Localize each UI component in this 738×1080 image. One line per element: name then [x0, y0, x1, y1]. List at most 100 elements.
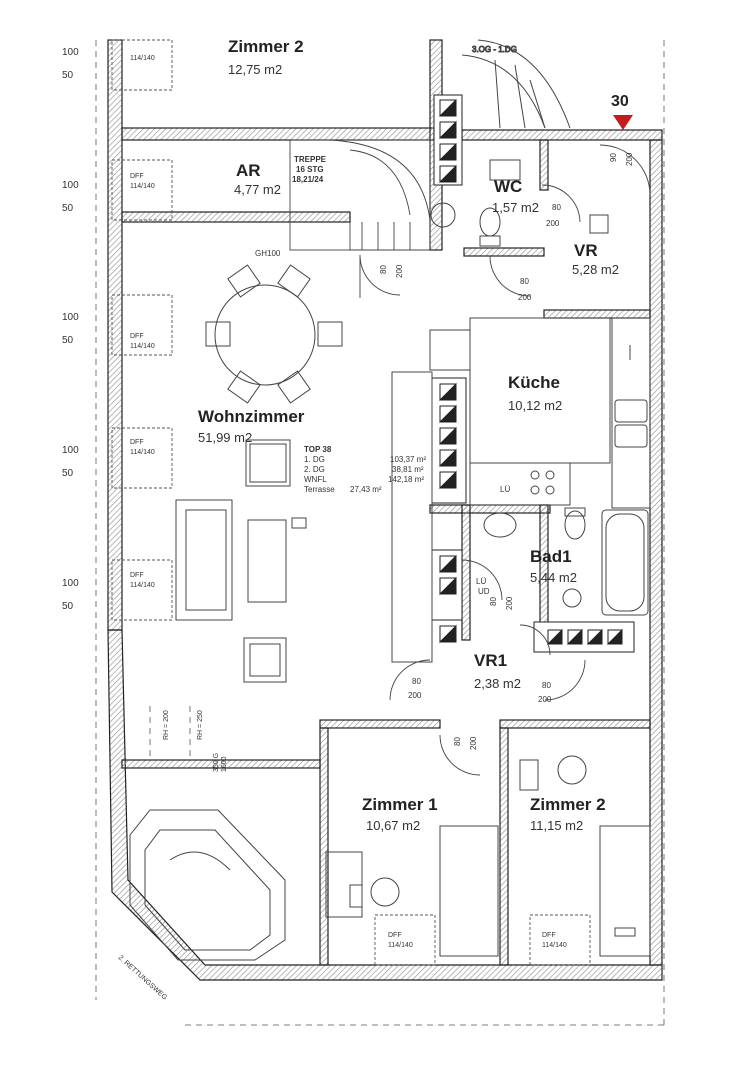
room-area: 12,75 m2	[228, 62, 282, 77]
bath-fixtures	[483, 507, 649, 616]
ceiling-height: RH = 200	[163, 710, 170, 740]
stair-floors: 3.OG - 1.DG	[472, 45, 517, 54]
area-table: TOP 38 1. DG 103,37 m² 2. DG 38,81 m² WN…	[304, 445, 426, 494]
dim-label: 100	[62, 445, 79, 456]
dim-label: 100	[62, 180, 79, 191]
door-height: 200	[395, 264, 404, 278]
door-height: 200	[505, 596, 514, 610]
room-name: Küche	[508, 373, 560, 392]
room-name: Zimmer 2	[228, 37, 304, 56]
dim-label: 50	[62, 468, 74, 479]
room-area: 51,99 m2	[198, 430, 252, 445]
room-name: VR1	[474, 651, 507, 670]
room-area: 2,38 m2	[474, 676, 521, 691]
door-width: 80	[520, 277, 529, 286]
room-name: AR	[236, 161, 261, 180]
window-type: DFF	[130, 333, 144, 340]
door-height: 200	[408, 691, 422, 700]
door-height: 200	[625, 152, 634, 166]
room-area: 4,77 m2	[234, 182, 281, 197]
side-windows	[111, 39, 591, 966]
door-width: 80	[552, 203, 561, 212]
door-height: 200	[469, 736, 478, 750]
window-size: 114/140	[130, 183, 155, 190]
shaft-column-top	[433, 94, 463, 186]
shaft-column-bath	[431, 549, 463, 643]
room-area: 10,67 m2	[366, 818, 420, 833]
living-furniture	[175, 371, 433, 683]
door-dimensions: 80 200 80 200 80 200 80 200 80 200 90 20…	[379, 152, 634, 750]
table-label: WNFL	[304, 475, 327, 484]
main-stair	[289, 139, 431, 251]
door-height: 200	[518, 293, 532, 302]
table-value: 38,81 m²	[392, 465, 424, 474]
window-type: DFF	[130, 173, 144, 180]
position-marker: 30	[611, 93, 633, 130]
door-swings	[359, 144, 651, 776]
wc-fixtures	[430, 159, 609, 247]
shaft-column-kitchen	[431, 377, 467, 504]
spiral-stair: 3.OG - 1.DG	[461, 39, 571, 129]
door-width: 80	[379, 265, 388, 274]
window-size: 114/140	[130, 55, 155, 62]
kitchen-fixtures	[429, 317, 651, 509]
room-name: WC	[494, 177, 522, 196]
door-width: 80	[453, 737, 462, 746]
room-area: 11,15 m2	[530, 818, 583, 833]
window-size: 114/140	[130, 343, 155, 350]
room-area: 1,57 m2	[492, 200, 539, 215]
table-label: Terrasse	[304, 485, 335, 494]
room-area: 5,44 m2	[530, 570, 577, 585]
room-name: Zimmer 1	[362, 795, 438, 814]
room-name: VR	[574, 241, 598, 260]
window-type: DFF	[130, 439, 144, 446]
window-size: 114/140	[130, 582, 155, 589]
marker-number: 30	[611, 93, 629, 110]
window-size: 114/140	[388, 942, 413, 949]
side-dimensions: 100 50 100 50 100 50 100 50 100 50	[62, 47, 79, 612]
stair-labels: TREPPE 16 STG 18,21/24	[292, 155, 327, 184]
table-label: 1. DG	[304, 455, 325, 464]
room-labels: Zimmer 2 12,75 m2 AR 4,77 m2 WC 1,57 m2 …	[198, 37, 619, 833]
shaft-row	[533, 621, 635, 653]
room-name: Bad1	[530, 547, 572, 566]
dining-set	[205, 264, 343, 404]
escape-route-label: 2. RETTUNGSWEG	[117, 954, 169, 1001]
room-name: Zimmer 2	[530, 795, 606, 814]
vent-label: LÜ	[476, 577, 486, 586]
window-type: DFF	[542, 932, 556, 939]
table-value: 27,43 m²	[350, 485, 382, 494]
room-area: 5,28 m2	[572, 262, 619, 277]
stair-ratio: 18,21/24	[292, 175, 324, 184]
room-name: Wohnzimmer	[198, 407, 305, 426]
dim-label: 50	[62, 203, 74, 214]
dim-label: 50	[62, 70, 74, 81]
bedroom-furniture	[325, 755, 651, 957]
dim-label: 100	[62, 47, 79, 58]
dim-label: 50	[62, 335, 74, 346]
window-size: 114/140	[542, 942, 567, 949]
dim-label: 100	[62, 578, 79, 589]
vent-label: LÜ	[500, 485, 510, 494]
door-width: 80	[412, 677, 421, 686]
guide-lines	[95, 40, 665, 1030]
room-area: 10,12 m2	[508, 398, 562, 413]
table-title: TOP 38	[304, 445, 332, 454]
gh-label: GH100	[255, 249, 281, 258]
window-size: 114/140	[130, 449, 155, 456]
ceiling-height: RH = 250	[197, 710, 204, 740]
dim-label: 100	[62, 312, 79, 323]
beam-label: 350 G	[213, 753, 220, 772]
table-value: 142,18 m²	[388, 475, 424, 484]
window-labels: 114/140 DFF 114/140 DFF 114/140 DFF 114/…	[130, 55, 567, 949]
stair-steps: 16 STG	[296, 165, 324, 174]
table-value: 103,37 m²	[390, 455, 426, 464]
window-type: DFF	[388, 932, 402, 939]
door-height: 200	[546, 219, 560, 228]
door-width: 80	[542, 681, 551, 690]
beam-label: 1600	[221, 756, 228, 772]
door-width: 80	[489, 597, 498, 606]
bay-window	[129, 809, 286, 961]
vent-label: UD	[478, 587, 490, 596]
